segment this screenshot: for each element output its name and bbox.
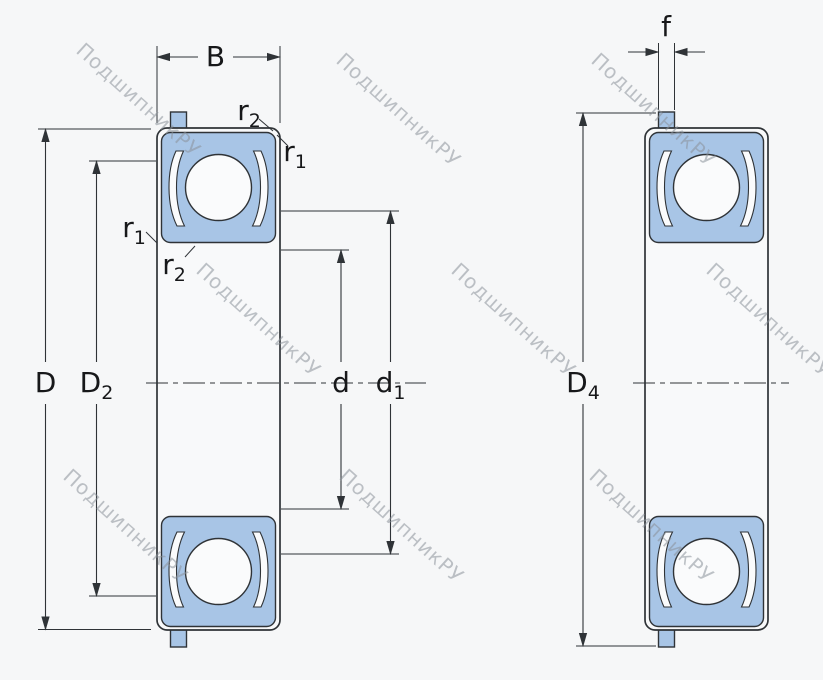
dim-label-D4: D4 xyxy=(566,366,600,404)
dim-label-d: d xyxy=(332,366,350,399)
dimension-D: D xyxy=(35,127,151,631)
dim-label-r1-top-main: r xyxy=(283,135,295,168)
dim-label-D: D xyxy=(35,366,57,399)
dim-label-d1-sub: 1 xyxy=(393,382,405,404)
dim-label-D2-sub: 2 xyxy=(101,382,113,404)
dim-label-r1-side-sub: 1 xyxy=(134,227,146,249)
dimension-d1: d1 xyxy=(281,209,406,556)
dim-label-r1-side-main: r xyxy=(122,211,134,244)
leader-line xyxy=(276,134,289,147)
dim-label-d1-main: d xyxy=(376,366,394,399)
dim-label-r2-top: r2 xyxy=(237,94,261,132)
dim-label-r1-top-sub: 1 xyxy=(295,151,307,173)
dim-label-D4-sub: 4 xyxy=(588,382,600,404)
dim-label-D-main: D xyxy=(35,366,57,399)
dim-label-d1: d1 xyxy=(376,366,406,404)
leader-line xyxy=(258,118,274,132)
dimension-B: B xyxy=(155,40,282,123)
dim-label-f: f xyxy=(661,10,672,43)
dim-label-r2-side-main: r xyxy=(162,248,174,281)
leader-line xyxy=(145,231,158,244)
dimension-D4: D4 xyxy=(566,111,656,648)
dim-label-D4-main: D xyxy=(566,366,588,399)
dim-label-r2-top-main: r xyxy=(237,94,249,127)
dim-label-r1-top: r1 xyxy=(283,135,307,173)
dimension-r-side: r1 r2 xyxy=(122,211,196,286)
dimension-D2: D2 xyxy=(80,159,156,598)
dim-label-B-main: B xyxy=(206,40,225,73)
dim-label-f-main: f xyxy=(661,10,672,43)
dim-label-D2-main: D xyxy=(80,366,102,399)
dim-label-r2-side-sub: 2 xyxy=(174,264,186,286)
dim-label-D2: D2 xyxy=(80,366,114,404)
dim-label-d-main: d xyxy=(332,366,350,399)
dimension-r-top: r2 r1 xyxy=(237,94,307,173)
dim-label-r1-side: r1 xyxy=(122,211,146,249)
dim-label-r2-top-sub: 2 xyxy=(249,110,261,132)
dim-label-r2-side: r2 xyxy=(162,248,186,286)
dimension-d: d xyxy=(281,248,350,511)
dimension-f: f xyxy=(628,10,705,110)
leader-line xyxy=(184,245,196,258)
dim-label-B: B xyxy=(206,40,225,73)
